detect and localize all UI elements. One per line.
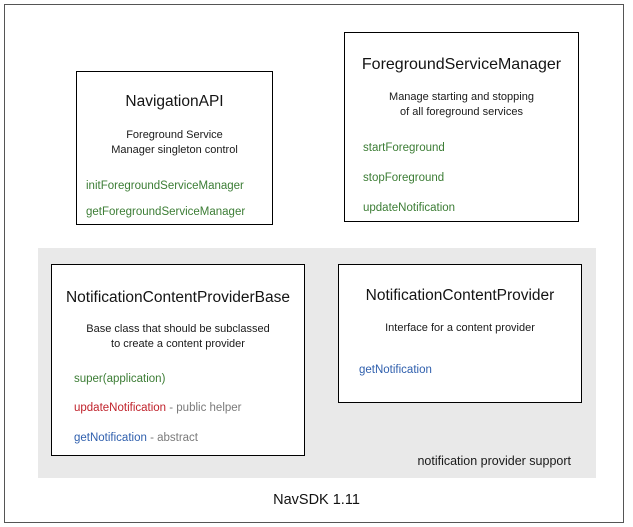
member-name: updateNotification — [363, 201, 456, 214]
member-row[interactable]: updateNotification — [363, 202, 578, 216]
member-row[interactable]: startForeground — [363, 142, 578, 156]
diagram-footer-title: NavSDK 1.11 — [273, 492, 360, 508]
class-title: NavigationAPI — [125, 93, 224, 110]
class-box-notification-content-provider[interactable]: NotificationContentProvider Interface fo… — [338, 264, 582, 403]
member-name: super(application) — [74, 372, 166, 385]
member-name: getForegroundServiceManager — [86, 206, 246, 219]
member-list: startForeground stopForeground updateNot… — [345, 142, 578, 215]
member-name: initForegroundServiceManager — [86, 179, 244, 192]
member-note: - public helper — [166, 402, 242, 415]
member-name: stopForeground — [363, 171, 445, 184]
member-name: getNotification — [74, 432, 147, 445]
member-row[interactable]: getNotification — [359, 364, 581, 378]
class-description: Interface for a content provider — [385, 321, 535, 334]
class-title: NotificationContentProvider — [365, 287, 555, 304]
member-row[interactable]: getNotification - abstract — [74, 432, 304, 446]
member-list: super(application) updateNotification - … — [52, 373, 304, 446]
class-title: ForegroundServiceManager — [361, 56, 562, 73]
member-note: - abstract — [146, 432, 199, 445]
member-row[interactable]: super(application) — [74, 373, 304, 387]
member-list: getNotification — [339, 364, 581, 378]
member-row[interactable]: initForegroundServiceManager — [86, 180, 272, 194]
class-box-foreground-service-manager[interactable]: ForegroundServiceManager Manage starting… — [344, 32, 579, 222]
class-box-notification-content-provider-base[interactable]: NotificationContentProviderBase Base cla… — [51, 264, 305, 456]
member-name: updateNotification — [74, 402, 167, 415]
group-panel-label: notification provider support — [417, 454, 571, 468]
class-title: NotificationContentProviderBase — [65, 289, 290, 306]
member-list: initForegroundServiceManager getForegrou… — [77, 180, 272, 221]
member-name: startForeground — [363, 142, 445, 155]
member-row[interactable]: getForegroundServiceManager — [86, 206, 272, 220]
member-row[interactable]: updateNotification - public helper — [74, 402, 304, 416]
member-name: getNotification — [359, 363, 432, 376]
member-row[interactable]: stopForeground — [363, 172, 578, 186]
